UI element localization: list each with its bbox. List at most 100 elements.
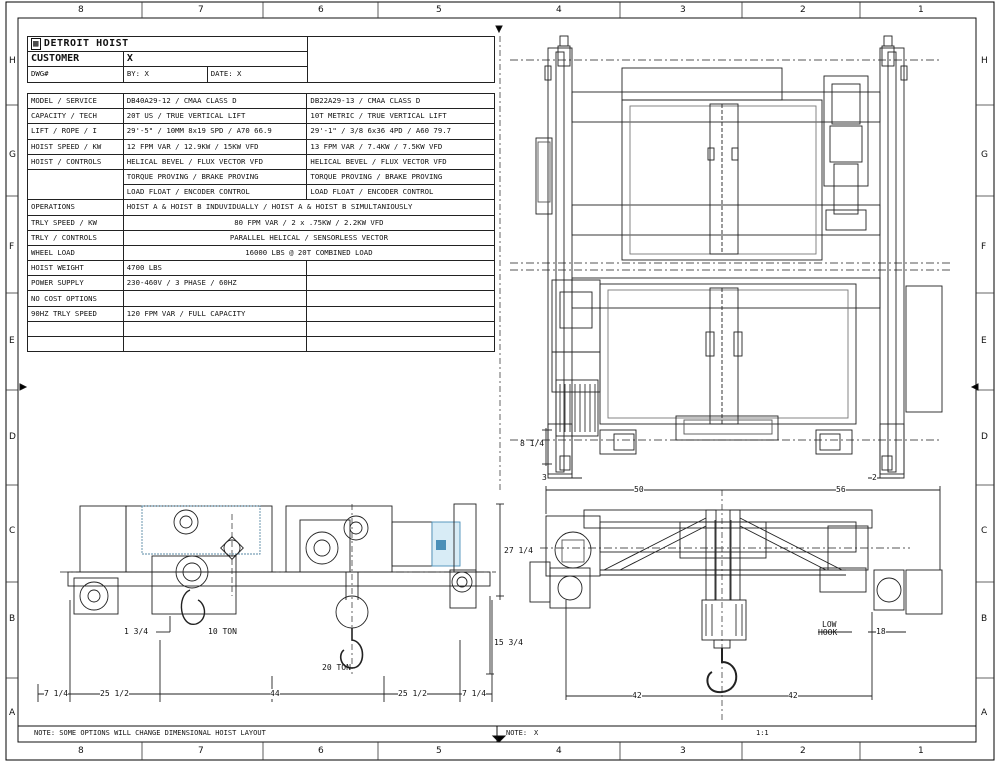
zone-right-b: B <box>981 614 988 624</box>
zone-left-b: B <box>9 614 16 624</box>
zone-left-h: H <box>9 56 16 66</box>
row-label: LIFT / ROPE / I <box>27 123 124 140</box>
blank-cell <box>306 320 495 338</box>
zone-bottom-4: 4 <box>556 746 562 756</box>
side-view <box>37 503 504 702</box>
zone-top-3: 3 <box>680 5 686 15</box>
row-label: POWER SUPPLY <box>27 275 124 292</box>
hoist-b-value: LOAD FLOAT / ENCODER CONTROL <box>306 184 495 201</box>
hoist-b-value: 10T METRIC / TRUE VERTICAL LIFT <box>306 108 495 125</box>
dwg-label: DWG# <box>27 66 124 83</box>
blank-cell <box>306 260 495 277</box>
scale-label: 1:1 <box>756 729 769 737</box>
label-10-ton: 10 TON <box>208 627 237 636</box>
dim-56: 56 <box>836 485 846 495</box>
zone-bottom-2: 2 <box>800 746 806 756</box>
dim-7-1-4-left: 7 1/4 <box>44 689 69 699</box>
hoist-a-value: LOAD FLOAT / ENCODER CONTROL <box>122 184 308 201</box>
zone-top-4: 4 <box>556 5 562 15</box>
logo-area <box>306 36 496 83</box>
zone-left-d: D <box>9 432 16 442</box>
end-view <box>529 428 943 720</box>
dim-7-1-4-right: 7 1/4 <box>462 689 487 699</box>
note-right-label: NOTE: <box>506 729 528 737</box>
zone-left-g: G <box>9 150 16 160</box>
dim-25-1-2-left: 25 1/2 <box>100 689 129 699</box>
zone-right-h: H <box>981 56 988 66</box>
zone-right-d: D <box>981 432 988 442</box>
blank-cell <box>27 335 124 353</box>
company-title: DETROIT HOIST <box>43 38 129 50</box>
blank-cell <box>306 275 495 292</box>
half-value: 230-460V / 3 PHASE / 60HZ <box>122 275 308 292</box>
label-20-ton: 20 TON <box>322 663 351 672</box>
note-left: NOTE: SOME OPTIONS WILL CHANGE DIMENSION… <box>34 729 266 737</box>
title-cell: ▦DETROIT HOIST <box>27 35 308 53</box>
hoist-b-value: 29'-1" / 3/8 6x36 4PD / A60 79.7 <box>306 123 495 140</box>
dim-42-right: 42 <box>788 691 798 701</box>
row-label: NO COST OPTIONS <box>27 290 124 307</box>
hoist-a-value: 29'-5" / 10MM 8x19 SPD / A70 66.9 <box>122 123 308 140</box>
blank-cell <box>27 320 124 338</box>
spec-table-body: MODEL / SERVICE DB40A29-12 / CMAA CLASS … <box>27 92 496 353</box>
zone-bottom-1: 1 <box>918 746 924 756</box>
zone-left-c: C <box>9 526 16 536</box>
row-label: WHEEL LOAD <box>27 244 124 262</box>
half-value <box>122 290 308 307</box>
zone-right-c: C <box>981 526 988 536</box>
by-field: BY: X <box>122 66 208 83</box>
wide-value: HOIST A & HOIST B INDUVIDUALLY / HOIST A… <box>122 199 496 216</box>
dim-1-3-4: 1 3/4 <box>124 627 149 636</box>
hoist-b-value: TORQUE PROVING / BRAKE PROVING <box>306 168 495 186</box>
note-right-value: X <box>534 729 539 737</box>
dim-18: 18 <box>876 627 886 637</box>
dim-42-left: 42 <box>632 691 642 701</box>
zone-top-7: 7 <box>198 5 204 15</box>
hoist-a-value: TORQUE PROVING / BRAKE PROVING <box>122 168 308 186</box>
zone-right-e: E <box>981 336 987 346</box>
zone-top-8: 8 <box>78 5 84 15</box>
dim-2: 2 <box>872 473 877 483</box>
zone-right-a: A <box>981 708 988 718</box>
dim-15-3-4: 15 3/4 <box>494 638 523 647</box>
row-label <box>27 168 124 201</box>
customer-label: CUSTOMER <box>27 51 124 68</box>
zone-left-f: F <box>9 242 15 252</box>
zone-bottom-3: 3 <box>680 746 686 756</box>
hoist-a-value: 20T US / TRUE VERTICAL LIFT <box>122 108 308 125</box>
hoist-a-value: DB40A29-12 / CMAA CLASS D <box>122 92 308 110</box>
half-value: 120 FPM VAR / FULL CAPACITY <box>122 305 308 322</box>
hoist-a-value: HELICAL BEVEL / FLUX VECTOR VFD <box>122 153 308 170</box>
top-view <box>499 35 950 490</box>
wide-value: 16000 LBS @ 20T COMBINED LOAD <box>122 244 496 262</box>
half-value: 4700 LBS <box>122 260 308 277</box>
zone-right-f: F <box>981 242 987 252</box>
zone-bottom-7: 7 <box>198 746 204 756</box>
zone-left-e: E <box>9 336 15 346</box>
zone-bottom-5: 5 <box>436 746 442 756</box>
label-low: LOW <box>822 620 837 629</box>
hoist-b-value: HELICAL BEVEL / FLUX VECTOR VFD <box>306 153 495 170</box>
row-label: OPERATIONS <box>27 199 124 216</box>
zone-bottom-8: 8 <box>78 746 84 756</box>
dim-27-1-4: 27 1/4 <box>504 546 533 555</box>
row-label: MODEL / SERVICE <box>27 92 124 110</box>
spec-table: ▦DETROIT HOIST CUSTOMER X DWG# BY: X DAT… <box>27 35 496 83</box>
row-label: HOIST SPEED / KW <box>27 138 124 155</box>
customer-value: X <box>122 51 308 68</box>
hoist-a-value: 12 FPM VAR / 12.9KW / 15KW VFD <box>122 138 308 155</box>
dim-50: 50 <box>634 485 644 495</box>
row-label: 90HZ TRLY SPEED <box>27 305 124 322</box>
zone-bottom-6: 6 <box>318 746 324 756</box>
dim-3: 3 <box>542 473 547 482</box>
blank-cell <box>122 320 308 338</box>
row-label: TRLY SPEED / KW <box>27 214 124 231</box>
zone-top-2: 2 <box>800 5 806 15</box>
dim-25-1-2-right: 25 1/2 <box>398 689 427 699</box>
wide-value: 80 FPM VAR / 2 x .75KW / 2.2KW VFD <box>122 214 496 231</box>
hoist-b-value: DB22A29-13 / CMAA CLASS D <box>306 92 495 110</box>
zone-top-5: 5 <box>436 5 442 15</box>
hoist-b-value: 13 FPM VAR / 7.4KW / 7.5KW VFD <box>306 138 495 155</box>
zone-left-a: A <box>9 708 16 718</box>
